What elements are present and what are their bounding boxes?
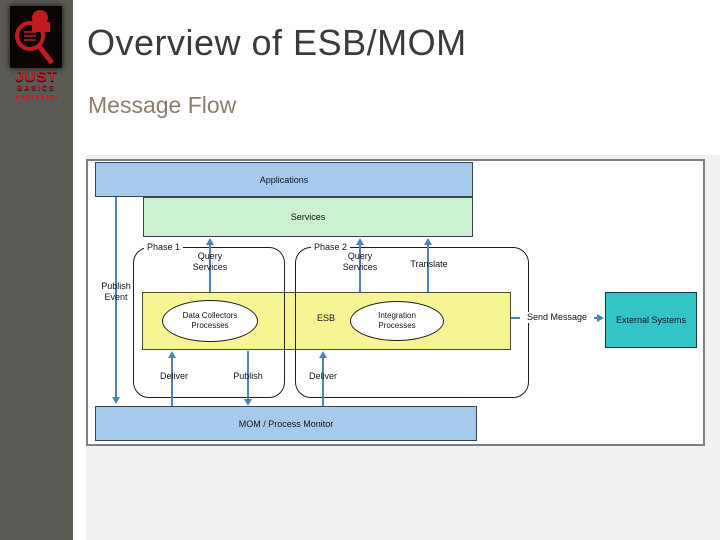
- external-systems-box: External Systems: [605, 292, 697, 348]
- query-services-arrow-phase2: [356, 238, 364, 292]
- applications-bar: Applications: [95, 162, 473, 197]
- query-services-label-phase1: Query Services: [192, 251, 228, 272]
- logo-text-primary: JUST: [15, 68, 58, 85]
- logo-text-secondary: BASICS: [17, 85, 56, 92]
- esb-mom-diagram: Applications Services MOM / Process Moni…: [86, 159, 705, 446]
- query-services-arrow-phase1: [206, 238, 214, 292]
- query-services-label-phase2: Query Services: [342, 251, 378, 272]
- publish-arrow: [244, 351, 252, 406]
- logo-tagline-bar: [16, 95, 58, 99]
- publish-label: Publish: [233, 371, 263, 381]
- services-bar: Services: [143, 197, 473, 237]
- deliver-arrow-phase2: [319, 351, 327, 406]
- phase2-label: Phase 2: [311, 242, 351, 253]
- deliver-label-phase2: Deliver: [308, 371, 337, 381]
- page-title: Overview of ESB/MOM: [87, 22, 467, 63]
- logo: JUST BASICS: [0, 0, 73, 104]
- deliver-arrow-phase1: [168, 351, 176, 406]
- data-collectors-ellipse: Data Collectors Processes: [162, 300, 258, 342]
- page-subtitle: Message Flow: [88, 92, 237, 118]
- detective-logo-icon: [10, 6, 62, 68]
- esb-label: ESB: [316, 313, 335, 323]
- deliver-label-phase1: Deliver: [159, 371, 188, 381]
- publish-event-arrow: [112, 197, 120, 404]
- phase1-label: Phase 1: [144, 242, 184, 253]
- translate-label: Translate: [410, 259, 448, 269]
- integration-processes-ellipse: Integration Processes: [350, 301, 444, 341]
- publish-event-label: Publish Event: [101, 281, 131, 302]
- mom-process-monitor-bar: MOM / Process Monitor: [95, 406, 477, 441]
- translate-arrow: [424, 238, 432, 292]
- send-message-label: Send Message: [520, 312, 594, 323]
- sidebar-texture: JUST BASICS: [0, 0, 73, 540]
